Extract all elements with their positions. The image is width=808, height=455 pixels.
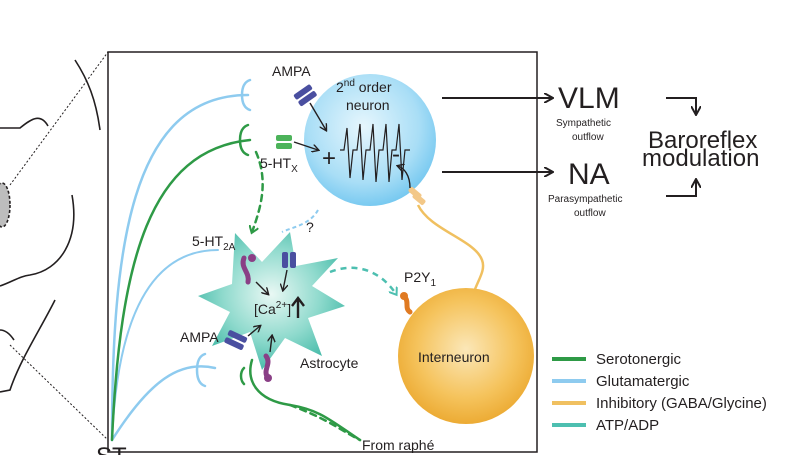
ampa-receptor-neuron [293,84,317,106]
astrocyte-label: Astrocyte [300,355,359,371]
internal-arrows [247,102,411,353]
minus-sign: - [392,141,400,168]
inset-frame [107,51,538,453]
atp-adp-path [329,266,396,294]
legend-label: Serotonergic [596,351,682,368]
from-raphe-label: From raphé [362,437,435,453]
vlm-sub2: outflow [572,132,604,143]
na-label: NA [568,158,610,191]
5ht-2a-label: 5-HT2A [192,233,236,253]
5ht-x-receptor [276,135,292,149]
baroreflex-arrow-bottom [666,180,696,197]
interneuron [398,288,534,424]
5ht-x-label: 5-HTX [260,155,298,175]
serotonergic-fibers [110,123,362,442]
ampa-receptor-astro-left [224,330,248,350]
ampa-label-astro: AMPA [180,329,219,345]
st-label: ST [96,443,127,455]
brainstem-outline [0,59,101,393]
calcium-label: [Ca2+] [254,300,291,317]
legend-label: ATP/ADP [596,417,659,434]
p2y1-receptor [400,292,413,315]
na-sub2: outflow [574,208,606,219]
neuron-label-line2: neuron [346,97,390,113]
legend-label: Inhibitory (GABA/Glycine) [596,395,767,412]
ampa-label-top: AMPA [272,63,311,79]
action-potential-trace [340,123,410,183]
neuron-astrocyte-question-path [281,209,319,233]
baroreflex-label-1: Baroreflex [648,127,757,154]
ampa-receptor-astro-top [282,252,296,268]
vlm-label: VLM [558,82,620,115]
zoom-lines [9,51,109,441]
neuron-label-line1: 2nd order [336,78,392,95]
inhibitory-fiber [416,204,485,293]
legend-label: Glutamatergic [596,373,690,390]
plus-sign: + [322,145,336,172]
5ht2a-receptor [240,254,256,285]
glutamatergic-fibers [110,78,252,442]
gaba-receptor-neuron [408,187,426,205]
interneuron-label: Interneuron [418,349,490,365]
p2y1-label: P2Y1 [404,269,436,289]
serotonin-receptor-astro-bottom [263,353,272,382]
baroreflex-arrow-top [666,97,696,114]
baroreflex-label-2: modulation [642,145,759,172]
vlm-sub1: Sympathetic [556,118,611,129]
na-sub1: Parasympathetic [548,194,622,205]
question-mark: ? [306,219,314,235]
calcium-up-arrow [291,296,305,318]
